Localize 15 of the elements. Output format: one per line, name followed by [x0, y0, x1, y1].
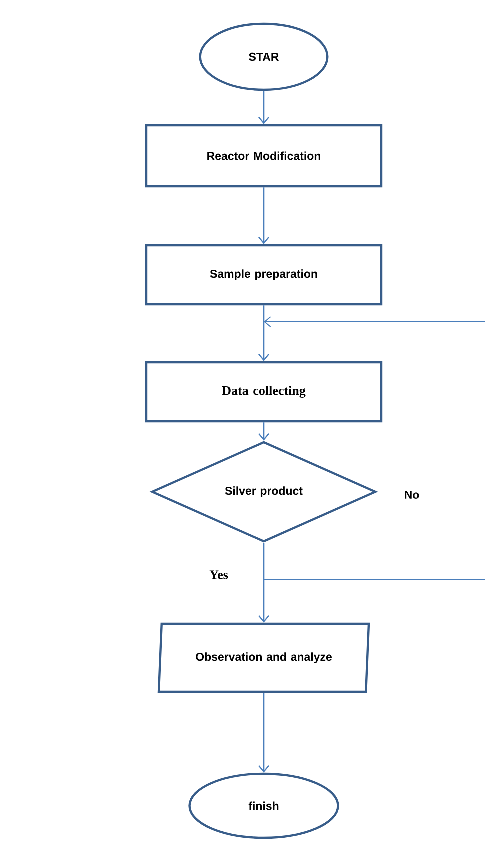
terminal-oval: STAR: [199, 22, 329, 92]
arrow: [258, 422, 270, 441]
arrow: [258, 306, 270, 362]
arrow: [258, 91, 270, 124]
arrow: [264, 316, 485, 328]
arrow: [258, 693, 270, 773]
arrow: [258, 543, 270, 623]
branch-label: No: [405, 491, 420, 499]
process-box: Data collecting: [145, 361, 383, 423]
arrow: [258, 188, 270, 244]
terminal-oval: finish: [188, 772, 340, 840]
io-parallelogram: Observation and analyze: [158, 622, 370, 694]
edge-label: Yes: [210, 570, 228, 580]
process-box: Sample preparation: [145, 244, 383, 306]
process-box: Reactor Modification: [145, 124, 383, 188]
